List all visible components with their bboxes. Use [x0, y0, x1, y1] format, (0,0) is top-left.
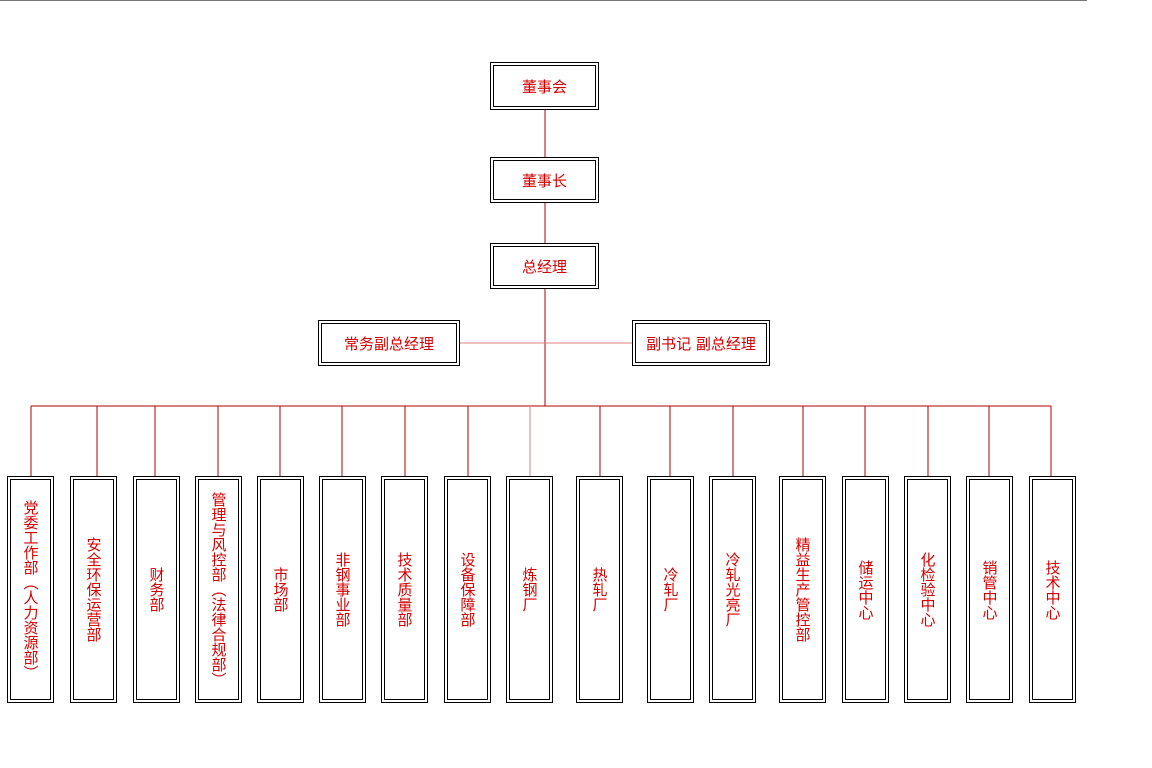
- dept-box-bright-cold-rolling: 冷轧光亮厂: [709, 476, 756, 703]
- dept-box-steelmaking: 炼钢厂: [506, 476, 553, 703]
- dept-label: 销管中心: [980, 559, 999, 620]
- dept-label: 安全环保运营部: [84, 537, 103, 642]
- chairman-box: 董事长: [490, 157, 599, 203]
- dept-label: 设备保障部: [458, 552, 477, 627]
- dept-label: 财务部: [147, 567, 166, 612]
- dept-label: 管理与风控部（法律合规部）: [209, 492, 228, 687]
- dept-label: 化检验中心: [918, 552, 937, 627]
- dept-label: 热轧厂: [590, 567, 609, 612]
- deputy-secretary-vp-box: 副书记 副总经理: [632, 320, 770, 366]
- dept-label: 冷轧厂: [661, 567, 680, 612]
- dept-box-risk-legal: 管理与风控部（法律合规部）: [195, 476, 242, 703]
- board-label: 董事会: [521, 77, 567, 96]
- top-rule: [0, 0, 1087, 1]
- executive-vp-label: 常务副总经理: [343, 334, 434, 353]
- dept-box-tech-quality: 技术质量部: [381, 476, 428, 703]
- dept-label: 炼钢厂: [520, 567, 539, 612]
- dept-box-cold-rolling: 冷轧厂: [647, 476, 694, 703]
- dept-box-market: 市场部: [257, 476, 304, 703]
- dept-label: 储运中心: [856, 559, 875, 620]
- dept-box-tech-center: 技术中心: [1029, 476, 1076, 703]
- deputy-secretary-vp-label: 副书记 副总经理: [646, 334, 756, 353]
- chairman-label: 董事长: [521, 171, 567, 190]
- dept-box-storage-transport: 储运中心: [842, 476, 889, 703]
- board-box: 董事会: [490, 62, 599, 110]
- dept-label: 技术质量部: [395, 552, 414, 627]
- dept-box-lean-production: 精益生产管控部: [779, 476, 826, 703]
- dept-box-party-hr: 党委工作部（人力资源部）: [7, 476, 54, 703]
- general-manager-label: 总经理: [521, 257, 567, 276]
- dept-box-non-steel: 非钢事业部: [319, 476, 366, 703]
- dept-box-equipment: 设备保障部: [444, 476, 491, 703]
- dept-box-lab-testing: 化检验中心: [904, 476, 951, 703]
- dept-label: 党委工作部（人力资源部）: [21, 499, 40, 680]
- general-manager-box: 总经理: [490, 243, 599, 289]
- dept-label: 技术中心: [1043, 559, 1062, 620]
- dept-box-hot-rolling: 热轧厂: [576, 476, 623, 703]
- dept-label: 市场部: [271, 567, 290, 612]
- executive-vp-box: 常务副总经理: [318, 320, 460, 366]
- dept-label: 精益生产管控部: [793, 537, 812, 642]
- dept-box-safety-env: 安全环保运营部: [70, 476, 117, 703]
- dept-box-sales-management: 销管中心: [966, 476, 1013, 703]
- dept-label: 非钢事业部: [333, 552, 352, 627]
- dept-label: 冷轧光亮厂: [723, 552, 742, 627]
- dept-box-finance: 财务部: [133, 476, 180, 703]
